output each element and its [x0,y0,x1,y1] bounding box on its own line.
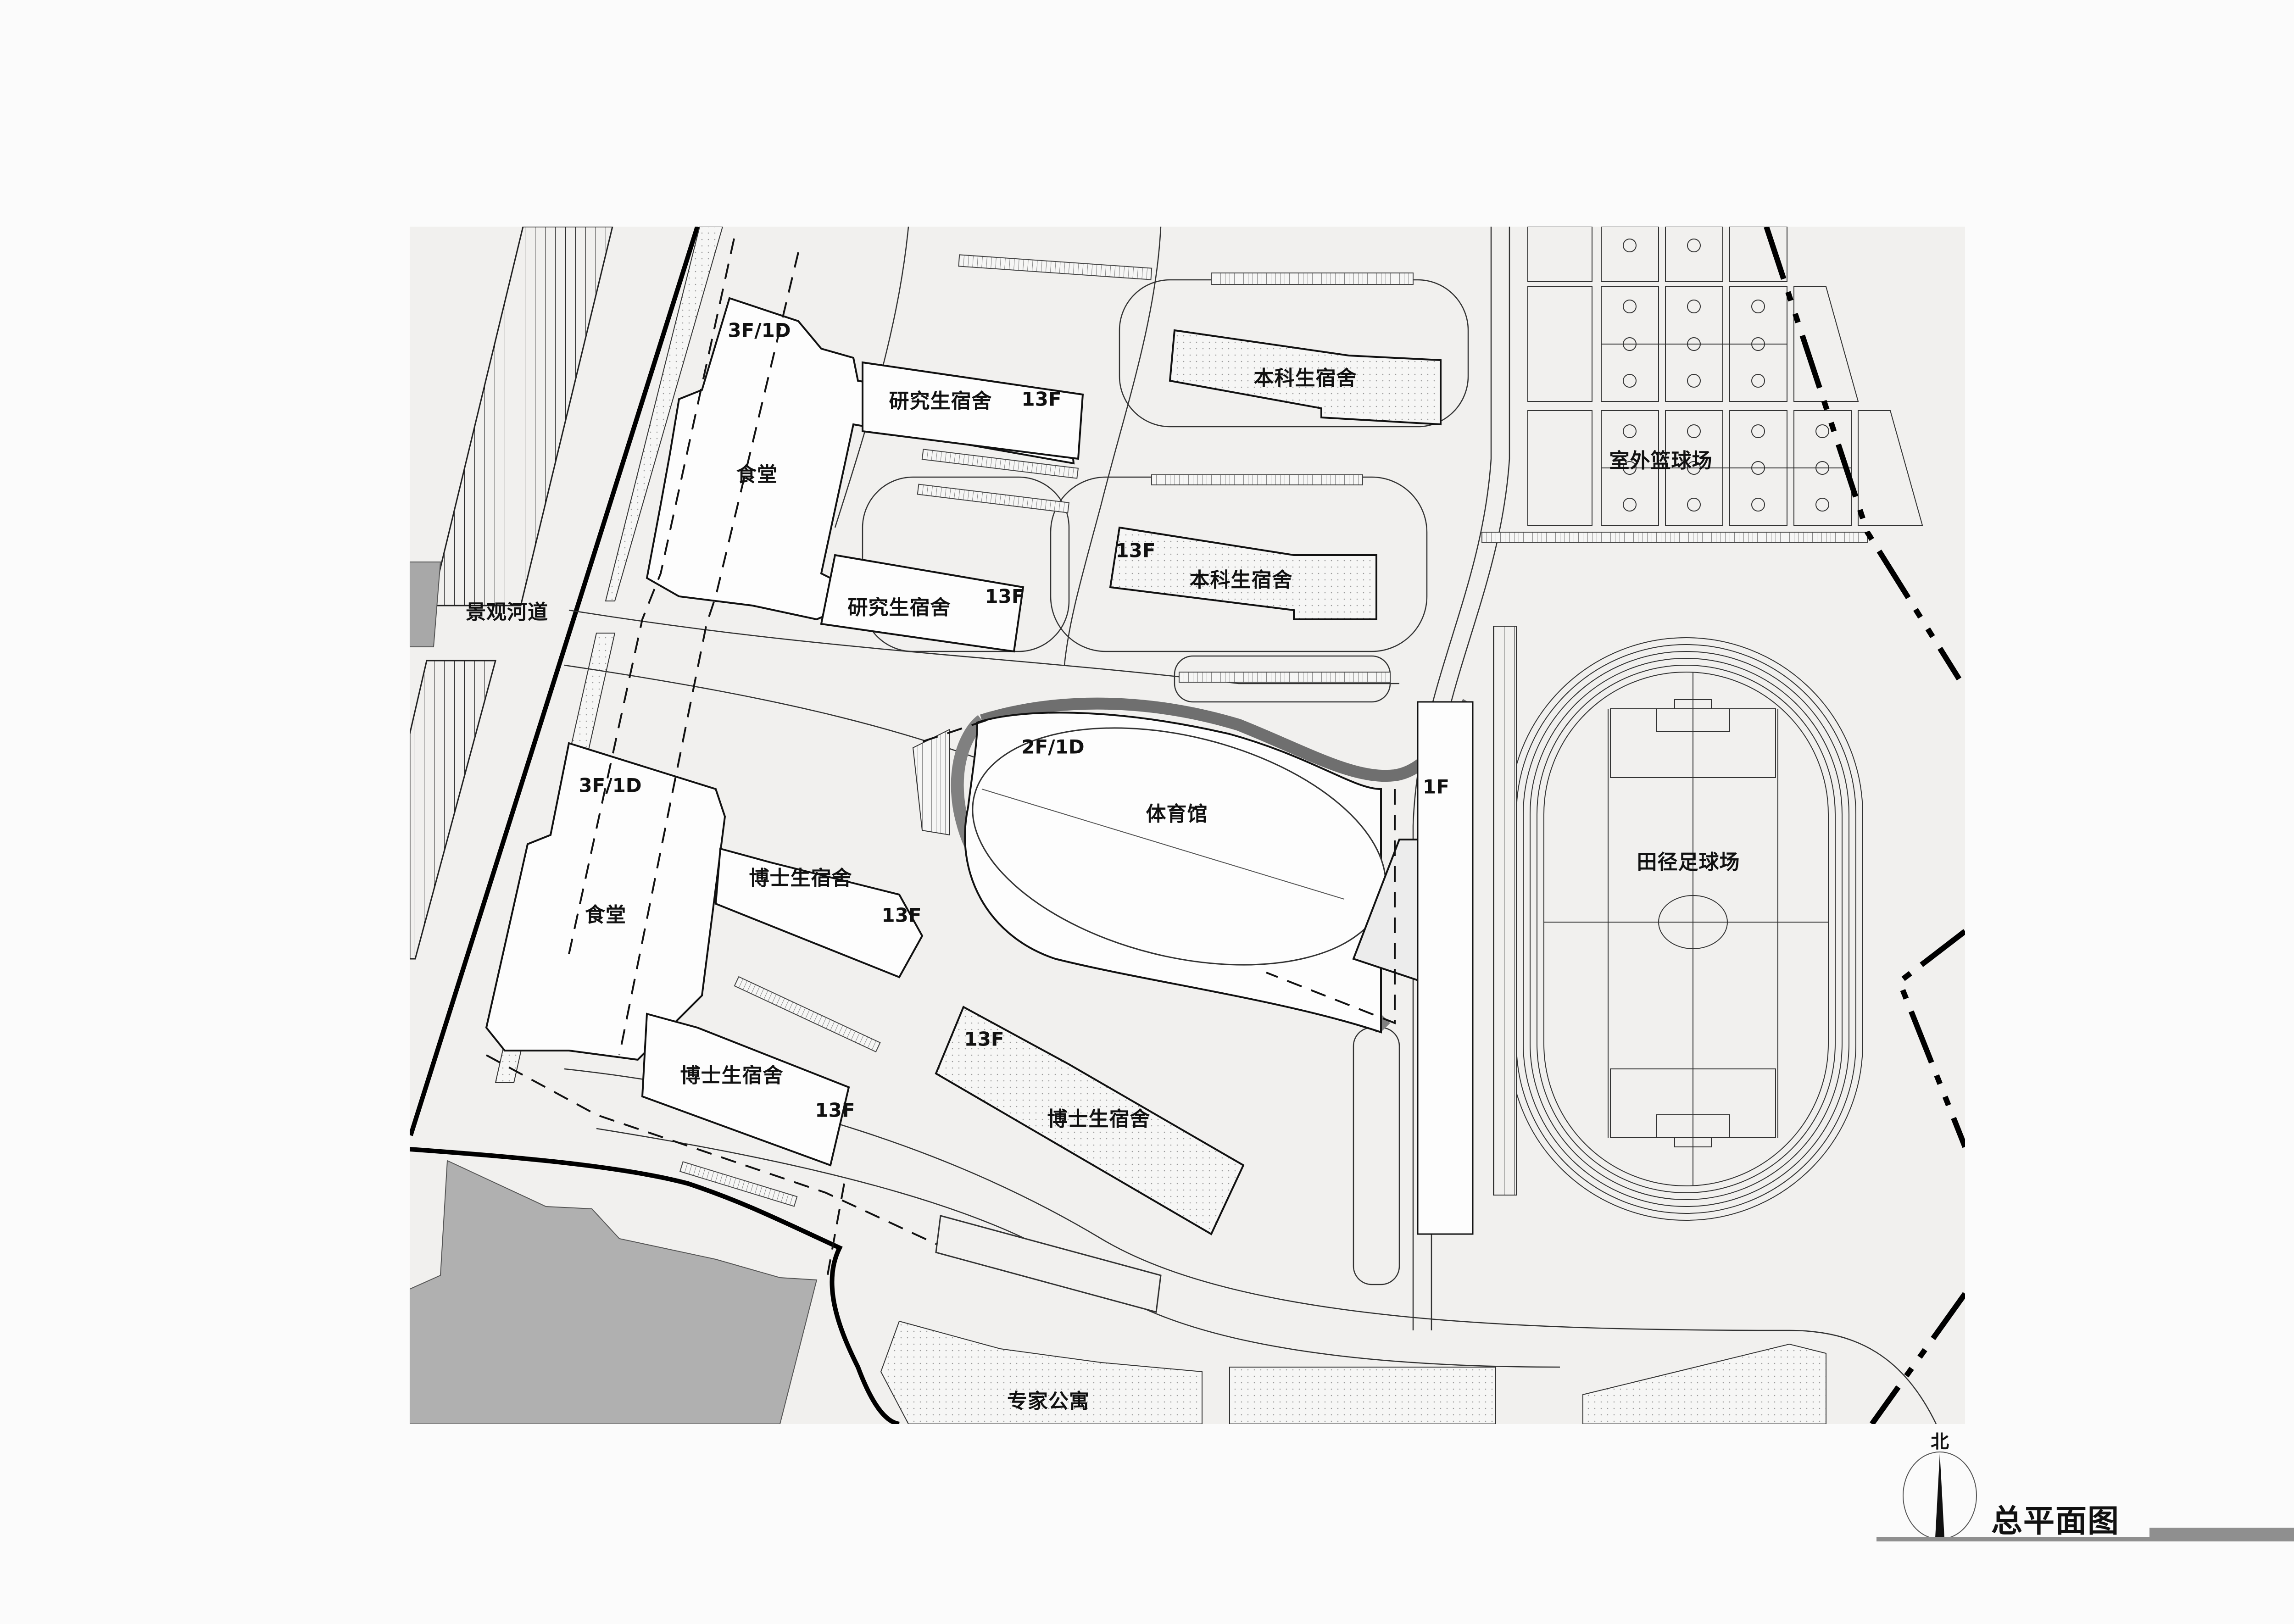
canteen-south [485,742,726,1061]
label-basketball: 室外篮球场 [1609,449,1713,473]
running-track [1493,626,1863,1221]
title-bar [2149,1528,2294,1541]
site-boundary-west [410,227,700,1136]
label-grad-dorm-2: 研究生宿舍 [847,596,951,619]
grad-dorm-south [820,554,1025,653]
undergrad-dorm-north [1169,329,1442,426]
label-gym: 体育馆 [1146,802,1208,826]
gym-annex-1f [1417,701,1474,1235]
label-grad-dorm-2-floors: 13F [985,585,1025,608]
label-canteen-north: 食堂 [736,463,778,486]
basketball-courts [1527,227,1923,526]
label-phd-dorm-3: 博士生宿舍 [1047,1107,1151,1131]
drawing-title: 总平面图 [1991,1503,2120,1540]
parking-strip [679,1161,798,1207]
label-canteen-south-floors: 3F/1D [579,774,642,797]
label-river: 景观河道 [466,601,548,624]
label-phd-dorm-2-floors: 13F [815,1099,855,1122]
phd-dorm-3 [935,1006,1245,1235]
site-boundary-south [410,1147,900,1424]
label-undergrad-dorm-2-floors: 13F [1115,539,1156,562]
label-field: 田径足球场 [1637,851,1740,874]
label-canteen-south: 食堂 [585,903,626,927]
title-underline [1876,1537,2161,1541]
road-main-ew [568,609,1399,684]
neighbor-building-southwest [410,1160,818,1424]
label-gym-annex-floors: 1F [1423,775,1449,798]
parking-ramp [935,1215,1162,1313]
label-phd-dorm-1: 博士生宿舍 [749,867,852,890]
label-undergrad-dorm-2: 本科生宿舍 [1189,568,1293,592]
expert-apartments-west [880,1320,1203,1424]
expert-apartments-middle [1229,1367,1496,1424]
river-bridge [410,562,441,647]
undergrad-dorm-south [1109,526,1377,620]
parking-strip [921,449,1079,479]
label-phd-dorm-2: 博士生宿舍 [680,1064,784,1087]
label-undergrad-dorm-1: 本科生宿舍 [1253,367,1357,390]
label-grad-dorm-1-floors: 13F [1021,388,1062,411]
label-gym-floors: 2F/1D [1021,735,1085,758]
parking-strip [917,484,1070,513]
north-label: 北 [1931,1431,1949,1452]
parking-strip [1481,532,1868,543]
parking-strip [1151,474,1363,485]
grad-dorm-north [862,361,1084,460]
label-grad-dorm-1: 研究生宿舍 [889,389,992,413]
parking-strip [958,254,1153,280]
parking-strip [1179,672,1391,683]
title-block: 北 总平面图 [1876,1427,2294,1546]
parking-strip [734,976,881,1053]
site-boundary-east-2 [1896,929,1965,1148]
site-boundary-east [1764,227,1962,681]
expert-apartments-east [1582,1343,1826,1424]
label-expert-apartments: 专家公寓 [1007,1390,1090,1413]
river-embankment-south [410,660,496,960]
river-embankment-north [430,227,613,606]
phd-dorm-2 [641,1012,850,1167]
parking-strip [1211,273,1414,285]
planting-strip-west [605,227,724,601]
label-canteen-north-floors: 3F/1D [728,319,791,342]
gym-bleachers [912,729,950,836]
label-phd-dorm-3-floors: 13F [964,1028,1004,1051]
label-phd-dorm-1-floors: 13F [881,904,922,927]
phd-dorm-1 [714,847,924,979]
